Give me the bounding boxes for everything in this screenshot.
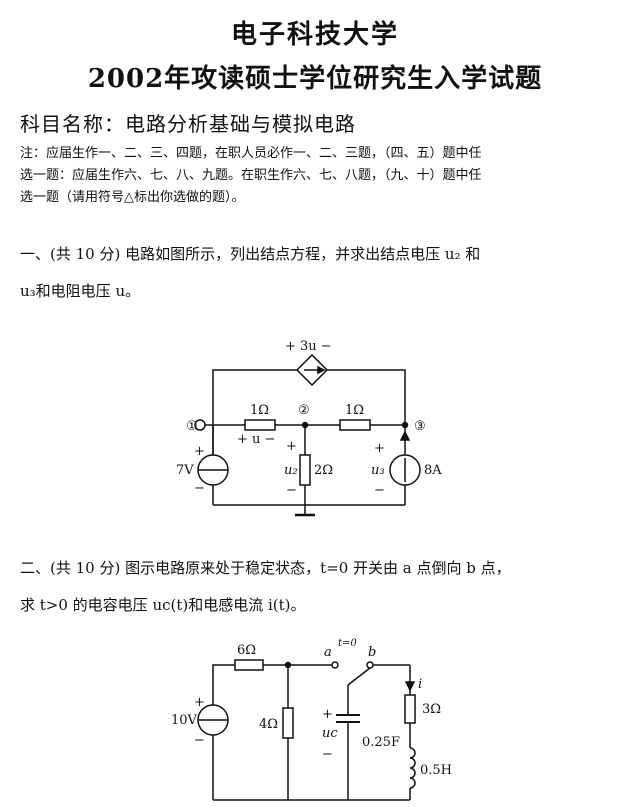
minus-sign: −	[194, 481, 205, 496]
inductor	[409, 747, 416, 789]
node-3-label: ③	[414, 419, 426, 434]
switch-b-label: b	[368, 645, 376, 660]
node-1-label: ①	[186, 419, 198, 434]
vsrc-label: 10V	[171, 713, 198, 728]
node-2-label: ②	[298, 403, 310, 418]
i-label: i	[418, 677, 422, 692]
isrc-label: 8A	[424, 463, 442, 478]
ind-label: 0.5H	[420, 763, 452, 778]
plus-sign: +	[194, 444, 205, 459]
resistor-4ohm	[282, 707, 294, 739]
note-line: 注：应届生作一、二、三、四题，在职人员必作一、二、三题，（四、五）题中任	[20, 146, 482, 161]
resistor-6ohm	[234, 659, 264, 671]
switch	[347, 667, 371, 686]
plus-sign: +	[194, 695, 205, 710]
r3-label: 2Ω	[314, 463, 333, 478]
resistor-3ohm	[404, 694, 416, 724]
r6-label: 6Ω	[237, 643, 256, 658]
u3-label: u₃	[371, 463, 385, 478]
vsrc-label: 7V	[176, 463, 194, 478]
note-line: 选一题：应届生作六、七、八、九题。在职生作六、七、八题，（九、十）题中任	[20, 168, 482, 183]
circuit-1	[194, 353, 421, 517]
question1-text: u₃和电阻电压 u。	[20, 282, 141, 300]
u2-label: u₂	[284, 463, 298, 478]
dependent-source-label: + 3u −	[285, 339, 332, 354]
minus-sign: −	[374, 483, 385, 498]
circuit-2	[197, 659, 416, 801]
t0-label: t=0	[338, 638, 357, 649]
r4-label: 4Ω	[259, 717, 278, 732]
r2-label: 1Ω	[345, 403, 364, 418]
question1-text: 一、(共 10 分) 电路如图所示，列出结点方程，并求出结点电压 u₂ 和	[20, 245, 481, 263]
minus-sign: −	[194, 733, 205, 748]
u-label: + u −	[237, 432, 275, 447]
uc-label: uc	[322, 726, 338, 741]
r1-label: 1Ω	[250, 403, 269, 418]
subject-name: 科目名称：电路分析基础与模拟电路	[20, 112, 356, 136]
minus-sign: −	[322, 747, 333, 762]
university-name: 电子科技大学	[230, 20, 399, 50]
switch-contact-b	[366, 661, 374, 669]
resistor-1ohm-a	[244, 419, 276, 431]
plus-sign: +	[374, 441, 385, 456]
plus-sign: +	[286, 439, 297, 454]
resistor-1ohm-b	[339, 419, 371, 431]
note-line: 选一题（请用符号△标出你选做的题）。	[20, 190, 245, 205]
plus-sign: +	[322, 707, 333, 722]
dependent-voltage-source	[295, 353, 329, 387]
r3-label: 3Ω	[422, 702, 441, 717]
switch-a-label: a	[324, 645, 332, 660]
minus-sign: −	[286, 483, 297, 498]
cap-label: 0.25F	[362, 735, 400, 750]
switch-contact-a	[331, 661, 339, 669]
question2-text: 二、(共 10 分) 图示电路原来处于稳定状态，t=0 开关由 a 点倒向 b …	[20, 559, 511, 577]
exam-title: 2002年攻读硕士学位研究生入学试题	[87, 64, 543, 94]
question2-text: 求 t>0 的电容电压 uc(t)和电感电流 i(t)。	[20, 596, 306, 614]
resistor-2ohm	[299, 454, 311, 486]
